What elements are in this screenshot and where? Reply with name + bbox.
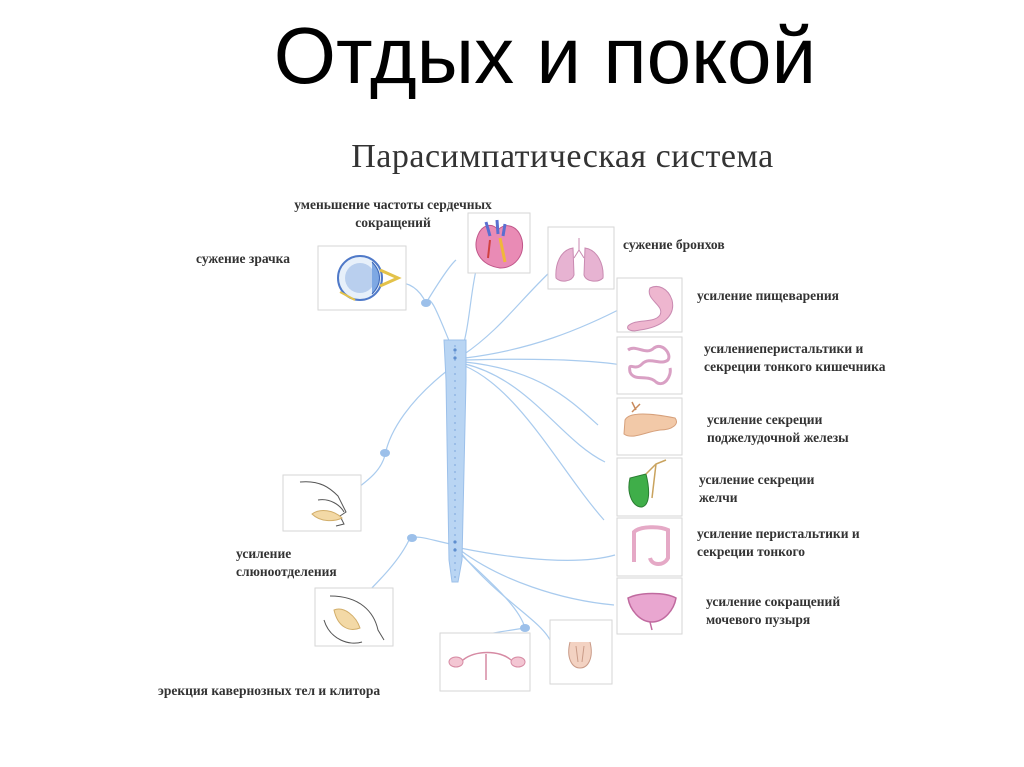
label-bronchi-constriction: сужение бронхов [623, 237, 725, 252]
small-intestine-icon [627, 345, 672, 385]
label-pupil-constriction: сужение зрачка [196, 251, 290, 266]
figure-title: Парасимпатическая система [351, 138, 774, 175]
ganglion-node [421, 299, 431, 307]
pancreas-icon [623, 401, 677, 437]
salivary-glands-icon [333, 608, 361, 630]
lungs-icon [555, 238, 604, 282]
label-small-intestine: усилениеперистальтики и секреции тонкого… [704, 341, 886, 374]
label-heart-rate: уменьшение частоты сердечных сокращений [294, 197, 492, 230]
label-bile: усиление секреции желчи [699, 472, 815, 505]
eye-icon [337, 255, 402, 301]
salivary-glands-icon [311, 510, 343, 522]
face-icon [299, 481, 347, 527]
nerve-nodes [380, 299, 530, 632]
stomach-icon [627, 286, 674, 332]
gallbladder-icon [628, 459, 667, 508]
male-organs-icon [568, 641, 592, 669]
label-colon: усиление перистальтики и секреции тонког… [697, 526, 860, 559]
label-digestion: усиление пищеварения [697, 288, 839, 303]
spinal-cord [443, 339, 467, 583]
organ-frames [282, 212, 683, 692]
ganglion-node [407, 534, 417, 542]
heart-icon [475, 219, 524, 269]
label-bladder: усиление сокращений мочевого пузыря [706, 594, 841, 627]
colon-icon [632, 525, 670, 566]
bladder-icon [627, 592, 677, 631]
label-pancreas: усиление секреции поджелудочной железы [707, 412, 849, 445]
ganglion-node [520, 624, 530, 632]
slide-title: Отдых и покой [273, 11, 817, 100]
face-icon [323, 595, 385, 644]
ganglion-node [380, 449, 390, 457]
female-organs-icon [448, 651, 526, 680]
label-erection: эрекция кавернозных тел и клитора [158, 683, 381, 698]
label-salivation: усиление слюноотделения [236, 546, 337, 579]
